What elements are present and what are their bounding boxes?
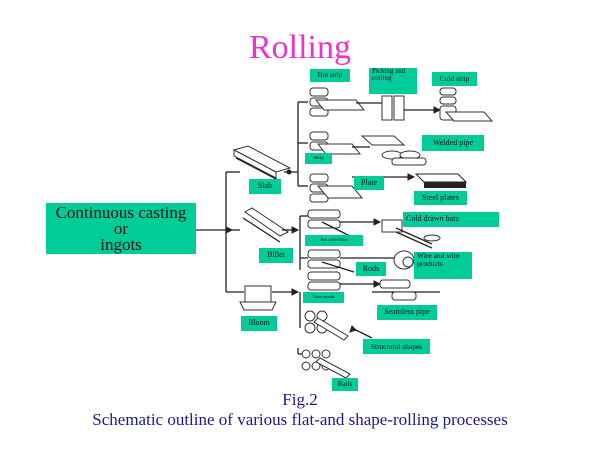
hot-strip-mill-icon bbox=[309, 87, 366, 117]
source-line3: ingots bbox=[100, 234, 142, 254]
source-box: Continuous casting or ingots bbox=[46, 203, 196, 254]
rail-mill-icon bbox=[301, 349, 351, 379]
slab-machine-icon bbox=[232, 145, 292, 181]
label-plate: Plate bbox=[354, 176, 384, 190]
label-bloom: Bloom bbox=[241, 316, 277, 331]
label-hot-strip: Hot strip bbox=[310, 69, 350, 82]
source-line2: or bbox=[113, 218, 129, 238]
label-picking-coiling: Picking and coiling bbox=[369, 67, 417, 94]
welded-pipe-icon bbox=[381, 150, 427, 166]
cold-drawn-bars-icon bbox=[381, 219, 441, 249]
pickling-coiling-icon bbox=[381, 95, 405, 121]
label-cold-strip: Cold strip bbox=[432, 72, 477, 86]
figure-number: Fig.2 bbox=[282, 390, 318, 409]
tube-rounds-mill-icon bbox=[307, 271, 341, 291]
label-wire-products: Wire and wire products bbox=[414, 252, 472, 279]
structural-mill-icon bbox=[304, 310, 349, 341]
figure-caption: Schematic outline of various flat-and sh… bbox=[92, 410, 508, 429]
seamless-pipe-icon bbox=[372, 279, 440, 301]
rod-mill-icon bbox=[307, 249, 355, 273]
label-steel-plates: Steel plates bbox=[414, 191, 467, 205]
bar-mill-icon bbox=[307, 209, 351, 237]
label-billet: Billet bbox=[259, 248, 293, 263]
label-rods: Rods bbox=[356, 262, 386, 276]
label-structural-shapes: Structural shapes bbox=[363, 339, 430, 354]
steel-plates-icon bbox=[414, 173, 468, 188]
bloom-machine-icon bbox=[239, 285, 277, 311]
cold-strip-mill-icon bbox=[439, 87, 494, 122]
label-tube-rounds: Tube rounds bbox=[303, 292, 344, 303]
wire-coil-icon bbox=[393, 250, 415, 270]
label-welded-pipe: Welded pipe bbox=[422, 135, 484, 151]
label-hot-rolled-bars: Hot rolled bars bbox=[305, 235, 363, 246]
skelp-mill-icon bbox=[309, 131, 362, 155]
label-seamless-pipe: Seamless pipe bbox=[377, 305, 437, 320]
page-title: Rolling bbox=[248, 29, 352, 66]
label-skelp: Skelp bbox=[305, 153, 332, 164]
label-cold-drawn-bars: Cold drawn bars bbox=[403, 212, 499, 227]
plate-mill-icon bbox=[309, 173, 364, 203]
source-line1: Continuous casting bbox=[55, 202, 187, 222]
label-rails: Rails bbox=[332, 378, 358, 391]
billet-machine-icon bbox=[242, 207, 289, 243]
label-slab: Slab bbox=[249, 179, 281, 194]
skelp-sheet-icon bbox=[360, 135, 406, 146]
